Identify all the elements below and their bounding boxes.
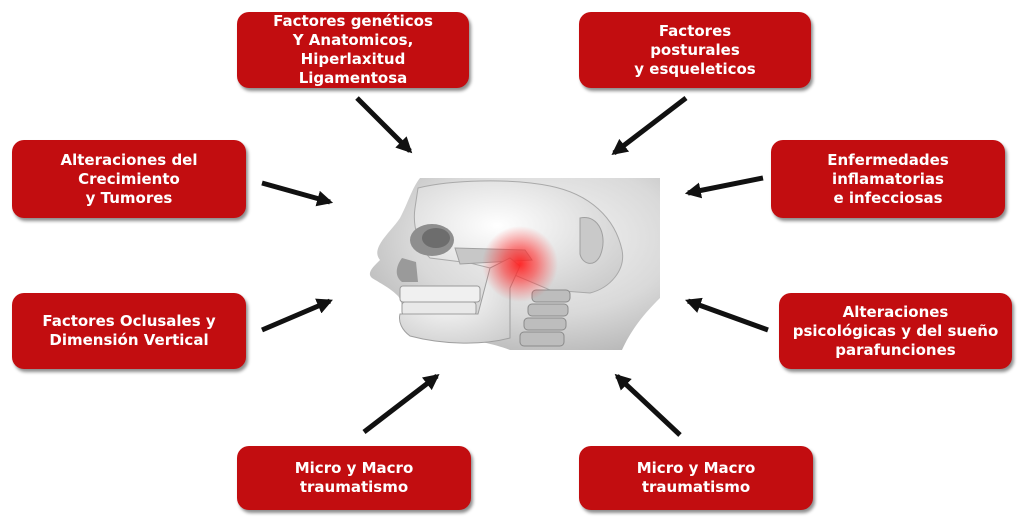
upper-teeth xyxy=(400,286,480,302)
box-label: Factores genéticos Y Anatomicos, Hiperla… xyxy=(273,12,433,88)
box-label: Micro y Macro traumatismo xyxy=(295,459,414,497)
box-micro-macro-traumatismo-left: Micro y Macro traumatismo xyxy=(237,446,471,510)
tmj-pain-highlight xyxy=(482,226,558,302)
box-micro-macro-traumatismo-right: Micro y Macro traumatismo xyxy=(579,446,813,510)
arrow-trauma-right xyxy=(617,376,680,435)
box-factores-geneticos: Factores genéticos Y Anatomicos, Hiperla… xyxy=(237,12,469,88)
arrow-trauma-left xyxy=(364,376,437,432)
box-label: Factores posturales y esqueleticos xyxy=(634,22,755,79)
arrow-geneticos xyxy=(357,98,410,151)
box-factores-oclusales: Factores Oclusales y Dimensión Vertical xyxy=(12,293,246,369)
box-label: Alteraciones del Crecimiento y Tumores xyxy=(60,151,197,208)
lower-teeth xyxy=(402,302,476,315)
box-label: Factores Oclusales y Dimensión Vertical xyxy=(42,312,215,350)
arrow-crecimiento xyxy=(262,183,330,202)
skull-jaw-illustration xyxy=(360,178,660,350)
arrow-inflamatorias xyxy=(688,178,763,193)
box-enfermedades-inflamatorias: Enfermedades inflamatorias e infecciosas xyxy=(771,140,1005,218)
box-label: Alteraciones psicológicas y del sueño pa… xyxy=(793,303,999,360)
arrow-posturales xyxy=(614,98,686,153)
eye-socket-inner xyxy=(422,228,450,248)
box-label: Enfermedades inflamatorias e infecciosas xyxy=(827,151,949,208)
box-label: Micro y Macro traumatismo xyxy=(637,459,756,497)
box-factores-posturales: Factores posturales y esqueleticos xyxy=(579,12,811,88)
box-alteraciones-psicologicas: Alteraciones psicológicas y del sueño pa… xyxy=(779,293,1012,369)
box-alteraciones-crecimiento: Alteraciones del Crecimiento y Tumores xyxy=(12,140,246,218)
arrow-psicologicas xyxy=(688,301,768,330)
arrow-oclusales xyxy=(262,301,330,330)
